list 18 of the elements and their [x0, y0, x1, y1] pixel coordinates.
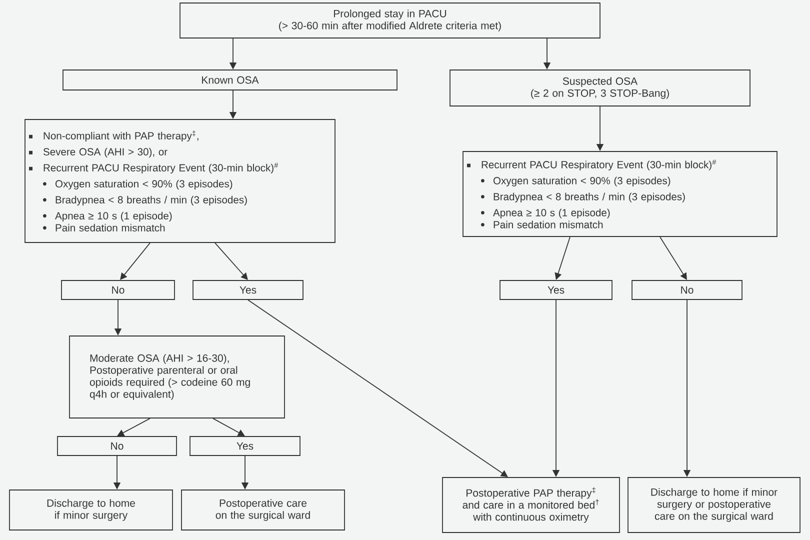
outcome-box: Discharge to home if minor surgery: [9, 490, 173, 530]
decision-box: Yes: [192, 280, 304, 300]
arrow: [212, 418, 245, 436]
process-box: Known OSA: [62, 70, 398, 90]
criteria-box: Non-compliant with PAP therapy$^{‡}$, Severe OSA (AHI > 30), or Recurrent PACU Respiratory Event (30-min block)$^{#}$ Oxygen saturation < 90% (3 episodes) Bradypnea < 8 breaths / min (3 episodes) Apnea ≥ 10 s (1 episode) Pain sedation mismatch: [24, 119, 336, 243]
decision-box: Yes: [190, 436, 300, 456]
start-box: Prolonged stay in PACU (> 30-60 min after modified Aldrete criteria met): [180, 2, 600, 38]
outcome-box: Discharge to home if minor surgery or postoperative care on the surgical ward: [628, 477, 800, 533]
decision-box: No: [61, 280, 175, 300]
outcome-box: Postoperative PAP therapy$^{‡}$ and care in a monitored bed$^{†}$ with continuous oximetry: [442, 477, 620, 533]
outcome-box: Postoperative care on the surgical ward: [181, 490, 345, 530]
process-box: Suspected OSA (≥ 2 on STOP, 3 STOP-Bang): [450, 70, 750, 106]
decision-box: No: [57, 436, 177, 456]
decision-box: Yes: [500, 280, 612, 300]
arrow: [117, 418, 150, 436]
criteria-box: Recurrent PACU Respiratory Event (30-min block)$^{#}$ Oxygen saturation < 90% (3 episodes) Bradypnea < 8 breaths / min (3 episodes) Apnea ≥ 10 s (1 episode) Pain sedation mismatch: [462, 151, 778, 237]
decision-box: No: [632, 280, 742, 300]
criteria-box: Moderate OSA (AHI > 16-30), Postoperative parenteral or oral opioids required (> codeine 60 mg q4h or equivalent): [69, 336, 285, 418]
